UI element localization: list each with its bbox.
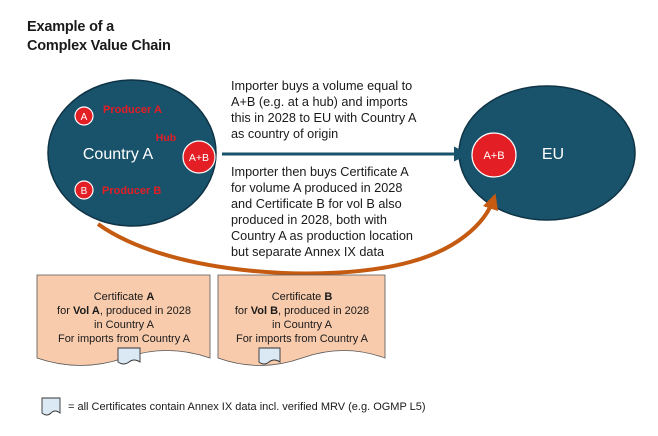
- certificate-a-imports: For imports from Country A: [58, 333, 191, 345]
- certificate-arrow: [96, 193, 499, 276]
- certificate-b-title: Certificate B: [272, 291, 333, 303]
- certificate-a-title: Certificate A: [94, 291, 155, 303]
- legend-text: = all Certificates contain Annex IX data…: [68, 401, 426, 413]
- producer-b-label: Producer B: [102, 185, 161, 197]
- hub-label: Hub: [156, 132, 176, 144]
- hub-badge-circle: [182, 140, 216, 174]
- eu-label: EU: [542, 146, 564, 163]
- producer-a-label: Producer A: [103, 104, 162, 116]
- certificates-description: Importer then buys Certificate A for vol…: [231, 165, 413, 259]
- producer-b-badge-circle: [74, 180, 94, 200]
- eu-badge-circle: [471, 132, 517, 178]
- diagram-title: Example of a Complex Value Chain: [27, 18, 171, 56]
- producer-a-badge-circle: [74, 106, 94, 126]
- producer-a-badge: A: [81, 112, 88, 123]
- hub-badge: A+B: [189, 152, 209, 164]
- certificate-a-document-icon: [117, 347, 141, 365]
- import-description: Importer buys a volume equal to A+B (e.g…: [231, 79, 417, 141]
- certificate-b-location: in Country A: [272, 319, 333, 331]
- title-line-2: Complex Value Chain: [27, 38, 171, 54]
- certificate-b-shape: [217, 274, 386, 366]
- certificate-a-volume: for Vol A, produced in 2028: [57, 305, 191, 317]
- title-line-1: Example of a: [27, 19, 115, 35]
- legend-document-icon: [41, 397, 61, 416]
- producer-b-badge: B: [81, 186, 88, 197]
- country-a-label: Country A: [83, 146, 154, 163]
- eu-badge: A+B: [483, 150, 504, 162]
- certificate-a-location: in Country A: [94, 319, 155, 331]
- certificate-b-volume: for Vol B, produced in 2028: [235, 305, 369, 317]
- certificate-b-imports: For imports from Country A: [236, 333, 369, 345]
- certificate-b-document-icon: [258, 347, 281, 365]
